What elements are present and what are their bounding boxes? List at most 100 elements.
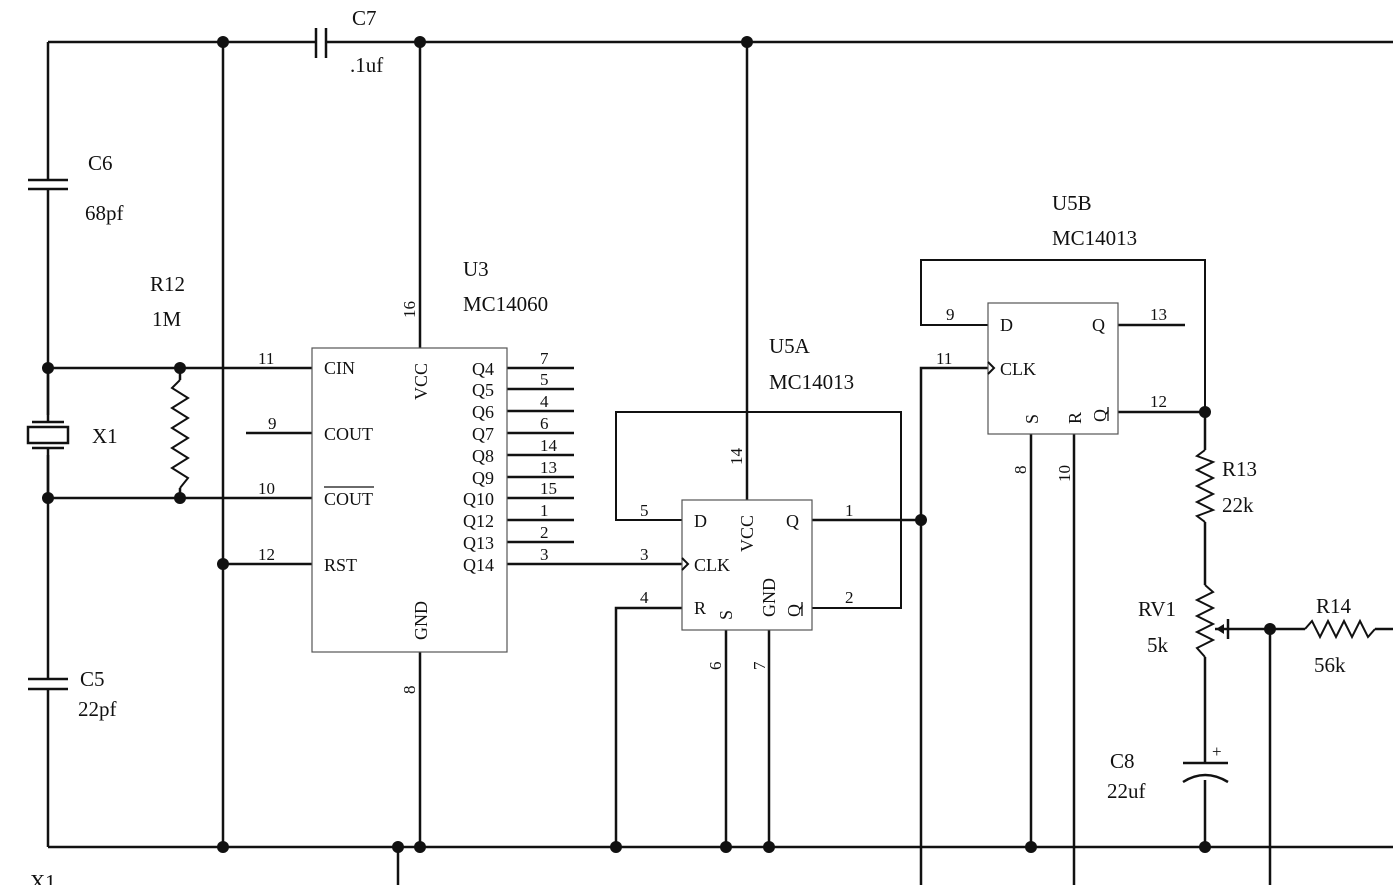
u3-pin-gnd: GND xyxy=(411,601,431,640)
u3-pinnum-q8: 14 xyxy=(540,436,558,455)
u3-pin-q9: Q9 xyxy=(472,468,494,488)
u3-pinnum-q5: 5 xyxy=(540,370,549,389)
capacitor-c6: C6 68pf xyxy=(28,151,124,225)
c7-ref: C7 xyxy=(352,6,377,30)
r12-ref: R12 xyxy=(150,272,185,296)
rv1-wiper-arrow xyxy=(1216,624,1224,634)
resistor-r13: R13 22k xyxy=(1194,449,1257,523)
u5a-pin-q: Q xyxy=(786,511,799,531)
c6-value: 68pf xyxy=(85,201,124,225)
u3-pinnum-q10: 15 xyxy=(540,479,557,498)
u3-part: MC14060 xyxy=(463,292,548,316)
u3-pin-cin: CIN xyxy=(324,358,355,378)
r13-value: 22k xyxy=(1222,493,1254,517)
c6-ref: C6 xyxy=(88,151,113,175)
resistor-r12: R12 1M xyxy=(150,272,190,489)
u3-pinnum-gnd: 8 xyxy=(400,686,419,695)
u3-pin-q6: Q6 xyxy=(472,402,494,422)
u3-pinnum-q4: 7 xyxy=(540,349,549,368)
u3-pin-cout: COUT xyxy=(324,424,373,444)
u5b-pin-q: Q xyxy=(1092,315,1105,335)
ic-u5a: U5A MC14013 D CLK R S VCC GND Q Q 5 3 4 … xyxy=(640,334,854,670)
u5b-pin-clk: CLK xyxy=(1000,359,1036,379)
u3-pin-q12: Q12 xyxy=(463,511,494,531)
u5a-clock-triangle xyxy=(681,557,690,571)
capacitor-c8: + C8 22uf xyxy=(1107,742,1229,803)
u3-pinnum-q9: 13 xyxy=(540,458,557,477)
u5b-pinnum-q: 13 xyxy=(1150,305,1167,324)
u5b-pinnum-r: 10 xyxy=(1055,465,1074,482)
u3-pinnum-cout-bar: 10 xyxy=(258,479,275,498)
u3-pin-vcc: VCC xyxy=(411,363,431,400)
u3-pin-q13: Q13 xyxy=(463,533,494,553)
u5a-pinnum-qbar: 2 xyxy=(845,588,854,607)
u5b-ref: U5B xyxy=(1052,191,1092,215)
u3-pin-q14: Q14 xyxy=(463,555,494,575)
u5b-pinnum-qbar: 12 xyxy=(1150,392,1167,411)
u3-pinnum-q6: 4 xyxy=(540,392,549,411)
c8-ref: C8 xyxy=(1110,749,1135,773)
c8-value: 22uf xyxy=(1107,779,1146,803)
wires xyxy=(46,40,1393,885)
u5a-pin-gnd: GND xyxy=(759,578,779,617)
u3-pinnum-rst: 12 xyxy=(258,545,275,564)
junction-dots xyxy=(42,36,1276,853)
u3-pin-cout-bar: COUT xyxy=(324,489,373,509)
potentiometer-rv1: RV1 5k xyxy=(1138,584,1230,658)
capacitor-c7: C7 .1uf xyxy=(314,6,383,77)
u3-pin-q5: Q5 xyxy=(472,380,494,400)
u5b-clock-triangle xyxy=(987,361,996,375)
capacitor-c5: C5 22pf xyxy=(28,667,117,721)
ic-u3: U3 MC14060 CIN COUT COUT RST VCC GND Q4 … xyxy=(258,257,558,694)
u3-pinnum-q14: 3 xyxy=(540,545,549,564)
u5b-pin-d: D xyxy=(1000,315,1013,335)
u5a-pinnum-q: 1 xyxy=(845,501,854,520)
rv1-ref: RV1 xyxy=(1138,597,1176,621)
u5a-pin-qbar: Q xyxy=(784,604,804,617)
u3-pin-rst: RST xyxy=(324,555,357,575)
u3-pinnum-cin: 11 xyxy=(258,349,274,368)
u5a-pinnum-s: 6 xyxy=(706,662,725,671)
u3-pin-q4: Q4 xyxy=(472,359,494,379)
u3-pinnum-q7: 6 xyxy=(540,414,549,433)
u3-pinnum-vcc: 16 xyxy=(400,301,419,318)
ic-u5b: U5B MC14013 D CLK S R Q Q 9 11 8 10 13 1… xyxy=(936,191,1167,482)
u5b-pin-r: R xyxy=(1065,412,1085,424)
resistor-r14: R14 56k xyxy=(1304,594,1376,677)
u3-pinnum-q13: 2 xyxy=(540,523,549,542)
rv1-value: 5k xyxy=(1147,633,1169,657)
r13-ref: R13 xyxy=(1222,457,1257,481)
u5a-ref: U5A xyxy=(769,334,811,358)
u5b-pinnum-d: 9 xyxy=(946,305,955,324)
c8-polarity: + xyxy=(1212,742,1222,761)
u5a-pin-vcc: VCC xyxy=(737,515,757,552)
u5a-pin-r: R xyxy=(694,598,706,618)
u3-pinnum-q12: 1 xyxy=(540,501,549,520)
r14-value: 56k xyxy=(1314,653,1346,677)
u5a-pinnum-r: 4 xyxy=(640,588,649,607)
u5b-pinnum-clk: 11 xyxy=(936,349,952,368)
u3-pinnum-cout: 9 xyxy=(268,414,277,433)
u5a-pinnum-d: 5 xyxy=(640,501,649,520)
u3-pin-q8: Q8 xyxy=(472,446,494,466)
u5a-pinnum-vcc: 14 xyxy=(727,448,746,466)
x1-ref: X1 xyxy=(92,424,118,448)
u5a-pinnum-gnd: 7 xyxy=(750,661,769,670)
u3-pin-q10: Q10 xyxy=(463,489,494,509)
u3-ref: U3 xyxy=(463,257,489,281)
u5a-pin-s: S xyxy=(716,610,736,620)
x1-bottom-ref: X1 xyxy=(30,870,56,885)
crystal-x1: X1 X1 xyxy=(26,420,118,885)
c7-value: .1uf xyxy=(350,53,383,77)
u5b-pin-qbar: Q xyxy=(1090,409,1110,422)
c5-value: 22pf xyxy=(78,697,117,721)
u5b-pinnum-s: 8 xyxy=(1011,466,1030,475)
u5a-pinnum-clk: 3 xyxy=(640,545,649,564)
u5b-part: MC14013 xyxy=(1052,226,1137,250)
u5a-pin-clk: CLK xyxy=(694,555,730,575)
u3-pin-q7: Q7 xyxy=(472,424,494,444)
c5-ref: C5 xyxy=(80,667,105,691)
u5a-pin-d: D xyxy=(694,511,707,531)
u5a-part: MC14013 xyxy=(769,370,854,394)
